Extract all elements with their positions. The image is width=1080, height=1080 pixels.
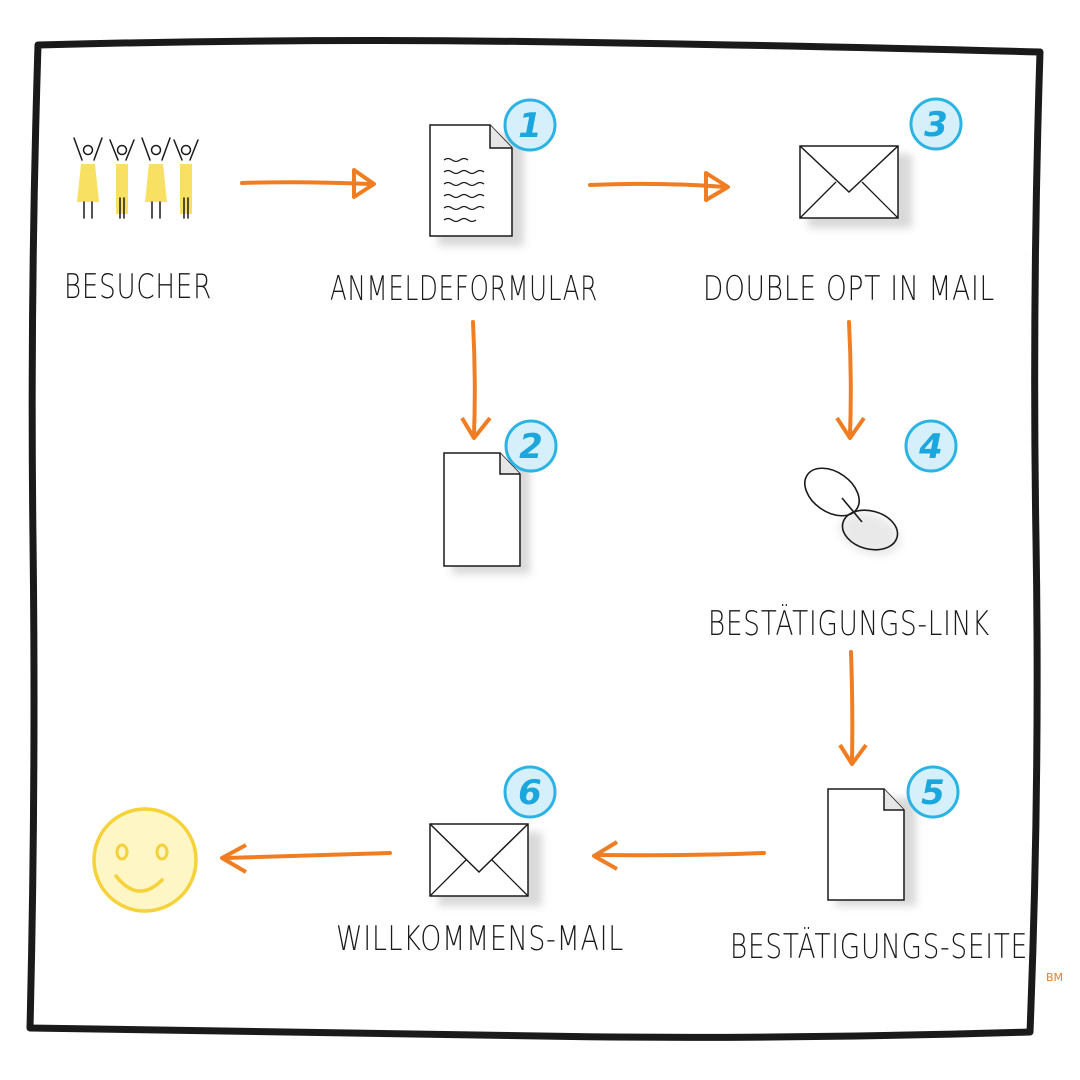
envelope-icon <box>799 145 912 228</box>
arrow-form-to-mail <box>588 171 730 202</box>
arrows <box>220 168 868 874</box>
badge-2: 2 <box>504 419 558 473</box>
badge-3-number: 3 <box>924 105 948 145</box>
smiley-icon <box>92 807 198 913</box>
document-blank-icon <box>827 788 916 906</box>
link-icon <box>804 467 901 556</box>
envelope-icon <box>429 823 542 906</box>
arrow-mail-to-link <box>835 320 866 440</box>
arrow-visitors-to-form <box>240 168 376 199</box>
label-visitors: BESUCHER <box>64 267 212 307</box>
label-link: BESTÄTIGUNGS-LINK <box>708 604 990 644</box>
arrow-confirm-page-to-welcome <box>592 840 766 871</box>
badge-5-number: 5 <box>921 773 945 813</box>
label-confirm-page: BESTÄTIGUNGS-SEITE <box>730 927 1028 967</box>
arrow-welcome-to-smiley <box>220 843 392 874</box>
badge-4: 4 <box>904 419 958 473</box>
arrow-form-to-page <box>460 320 492 440</box>
badge-6-number: 6 <box>518 773 542 813</box>
badge-2-number: 2 <box>519 427 543 467</box>
badge-1-number: 1 <box>518 106 542 146</box>
badge-5: 5 <box>906 765 960 819</box>
label-double-opt-in: DOUBLE OPT IN MAIL <box>703 269 995 309</box>
arrow-link-to-confirm-page <box>838 650 868 766</box>
document-blank-icon <box>443 452 530 574</box>
document-text-icon <box>429 124 524 246</box>
label-form: ANMELDEFORMULAR <box>330 269 598 309</box>
badge-6: 6 <box>503 765 557 819</box>
frame <box>26 37 1044 1041</box>
badge-4-number: 4 <box>918 427 943 467</box>
badge-3: 3 <box>909 97 963 151</box>
label-welcome: WILLKOMMENS-MAIL <box>336 919 624 959</box>
badge-1: 1 <box>503 98 557 152</box>
signature: BM <box>1046 971 1063 984</box>
people-icon <box>73 137 199 219</box>
